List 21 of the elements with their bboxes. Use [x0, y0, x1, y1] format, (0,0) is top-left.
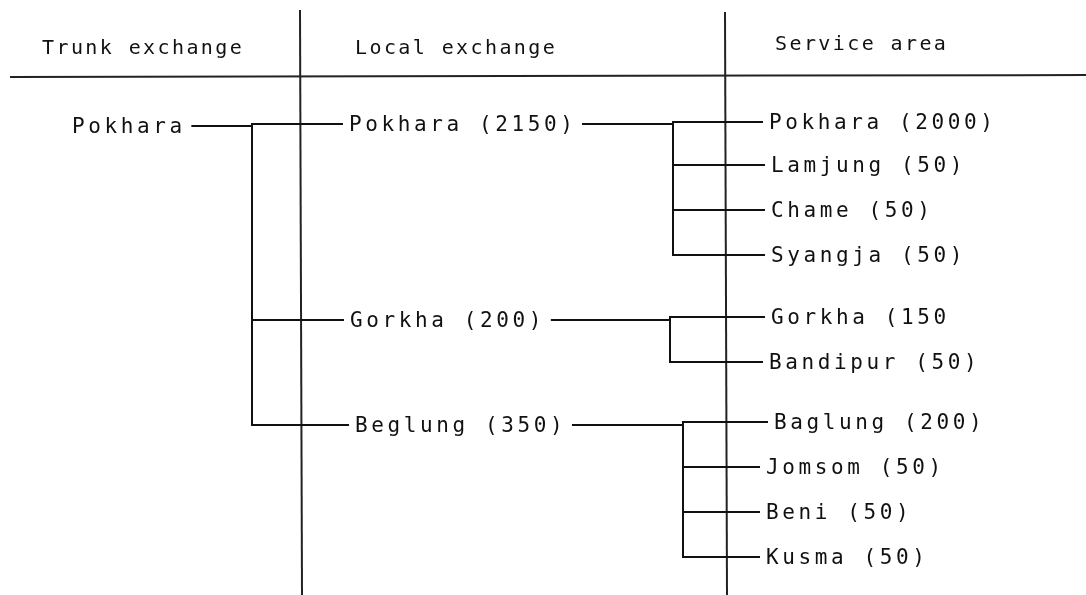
exchange-label: Beglung (350): [349, 413, 573, 437]
column-heading: Local exchange: [355, 35, 558, 59]
connector-line: [190, 125, 350, 426]
connector-line: [581, 123, 766, 256]
exchange-label: Chame (50): [765, 198, 940, 222]
exchange-label: Lamjung (50): [765, 153, 972, 177]
exchange-label: Gorkha (150: [765, 305, 956, 329]
column-heading: Service area: [775, 31, 949, 55]
exchange-label: Gorkha (200): [344, 308, 551, 332]
column-heading: Trunk exchange: [42, 35, 245, 59]
exchange-label: Pokhara (2000): [763, 110, 1003, 134]
connector-line: [571, 424, 761, 558]
exchange-label: Pokhara: [66, 114, 192, 138]
exchange-label: Syangja (50): [765, 243, 972, 267]
exchange-label: Bandipur (50): [763, 350, 987, 374]
connector-line: [549, 319, 764, 363]
exchange-label: Kusma (50): [760, 545, 935, 569]
exchange-label: Jomsom (50): [760, 455, 951, 479]
exchange-label: Baglung (200): [768, 410, 992, 434]
exchange-label: Pokhara (2150): [343, 112, 583, 136]
exchange-label: Beni (50): [760, 500, 919, 524]
